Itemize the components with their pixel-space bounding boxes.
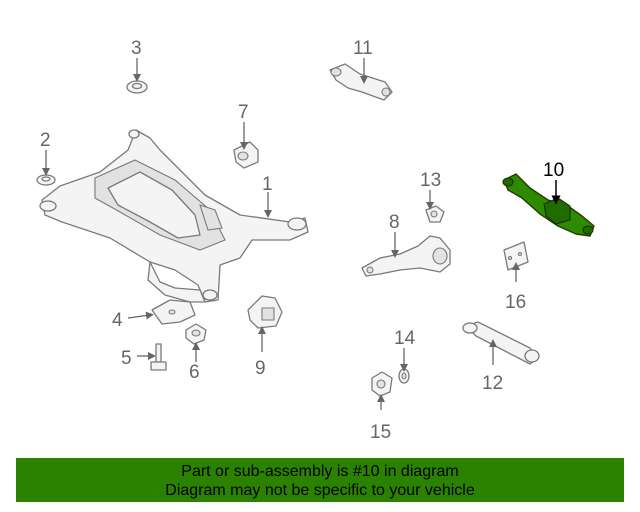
callout-1: 1 bbox=[262, 174, 273, 195]
part-13-bolt[interactable] bbox=[425, 205, 445, 223]
leader-lines bbox=[42, 58, 561, 410]
callout-11: 11 bbox=[353, 38, 373, 59]
part-15-bushing[interactable] bbox=[371, 371, 393, 397]
part-4-bracket[interactable] bbox=[151, 299, 196, 325]
banner-line-part-number: Part or sub-assembly is #10 in diagram bbox=[181, 463, 459, 480]
part-14-washer[interactable] bbox=[398, 368, 410, 384]
parts-diagram: 1 2 3 4 5 6 7 8 9 10 11 12 13 14 15 16 bbox=[36, 38, 595, 443]
callout-9: 9 bbox=[255, 358, 266, 379]
callout-8: 8 bbox=[389, 212, 400, 233]
info-banner: Part or sub-assembly is #10 in diagram D… bbox=[16, 458, 624, 502]
part-2-washer[interactable] bbox=[36, 174, 56, 186]
callout-3: 3 bbox=[131, 38, 142, 59]
part-10-control-arm-highlighted[interactable] bbox=[502, 173, 595, 237]
callout-10: 10 bbox=[543, 160, 564, 181]
part-12-link[interactable] bbox=[462, 321, 540, 365]
part-16-plate[interactable] bbox=[503, 241, 529, 271]
part-7-bushing[interactable] bbox=[233, 141, 259, 169]
callout-12: 12 bbox=[482, 373, 503, 394]
part-3-washer[interactable] bbox=[126, 80, 148, 94]
callout-5: 5 bbox=[121, 348, 132, 369]
callout-13: 13 bbox=[420, 170, 441, 191]
callout-16: 16 bbox=[505, 292, 526, 313]
callout-14: 14 bbox=[394, 328, 416, 349]
part-1-subframe[interactable] bbox=[39, 129, 309, 303]
part-6-nut[interactable] bbox=[185, 323, 207, 345]
part-9-bracket[interactable] bbox=[247, 295, 283, 329]
banner-line-disclaimer: Diagram may not be specific to your vehi… bbox=[165, 482, 475, 499]
part-8-differential-mount[interactable] bbox=[361, 235, 451, 277]
callout-4: 4 bbox=[112, 310, 123, 331]
callout-7: 7 bbox=[238, 102, 249, 123]
callout-6: 6 bbox=[189, 362, 200, 383]
callout-2: 2 bbox=[40, 130, 51, 151]
part-5-bolt[interactable] bbox=[150, 343, 167, 371]
callout-15: 15 bbox=[370, 422, 391, 443]
part-11-arm[interactable] bbox=[329, 63, 393, 101]
